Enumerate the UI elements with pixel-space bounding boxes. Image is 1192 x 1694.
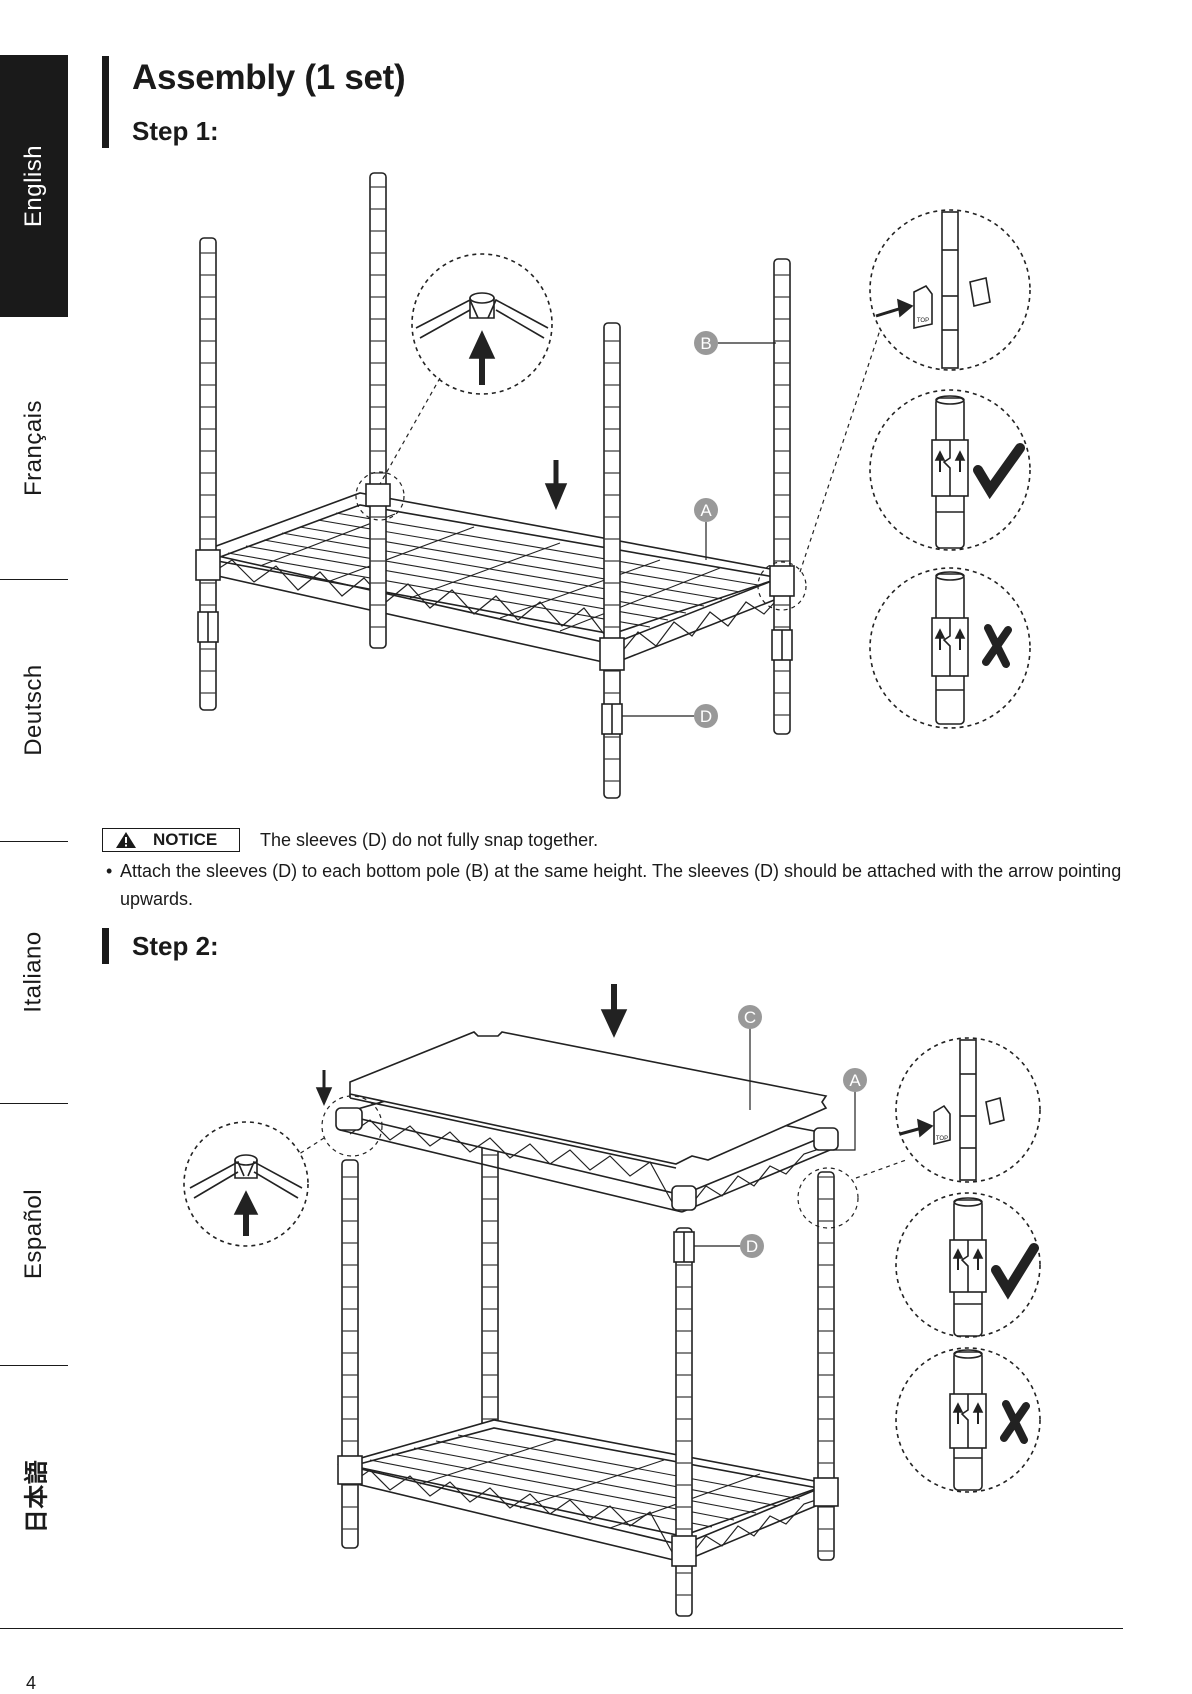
detail-circle-correct	[870, 390, 1030, 550]
detail-circle-sleeves	[896, 1038, 1040, 1182]
callout-label: A	[700, 501, 712, 520]
pole-right	[814, 1172, 838, 1560]
lang-tab-english[interactable]: English	[0, 55, 68, 317]
page-title: Assembly (1 set)	[132, 58, 405, 98]
lang-tab-espanol[interactable]: Español	[0, 1103, 68, 1365]
notice-label: NOTICE	[153, 830, 217, 850]
lang-label: Español	[20, 1189, 48, 1279]
detail-circle-incorrect	[896, 1348, 1040, 1492]
step2-heading: Step 2:	[132, 931, 219, 962]
lang-tab-japanese[interactable]: 日本語	[0, 1365, 68, 1627]
bullet-text: Attach the sleeves (D) to each bottom po…	[106, 857, 1131, 913]
callout-a: A	[694, 498, 718, 522]
top-tag-label: TOP	[917, 318, 929, 324]
heading-bar	[102, 928, 109, 964]
top-tag-label: TOP	[936, 1136, 948, 1142]
lang-label: 日本語	[17, 1459, 52, 1533]
detail-circle-correct	[896, 1193, 1040, 1337]
lang-tab-italiano[interactable]: Italiano	[0, 841, 68, 1103]
callout-d: D	[694, 704, 718, 728]
callout-b: B	[694, 331, 718, 355]
detail-circle-incorrect	[870, 568, 1030, 728]
detail-circle-sleeves	[870, 210, 1030, 370]
page-number: 4	[26, 1673, 36, 1694]
notice: NOTICE The sleeves (D) do not fully snap…	[102, 827, 598, 853]
lang-label: Italiano	[20, 931, 48, 1012]
callout-label: B	[700, 334, 711, 353]
step1-heading: Step 1:	[132, 116, 219, 147]
language-sidebar: English Français Deutsch Italiano Españo…	[0, 55, 68, 1585]
warning-icon	[115, 831, 137, 849]
callout-label: D	[700, 707, 712, 726]
lang-label: Deutsch	[20, 664, 48, 756]
footer-divider	[0, 1628, 1123, 1629]
pole-front	[672, 1228, 696, 1616]
lang-label: Français	[20, 400, 48, 496]
lang-tab-francais[interactable]: Français	[0, 317, 68, 579]
instruction-bullet: • Attach the sleeves (D) to each bottom …	[106, 857, 1131, 913]
heading-bar	[102, 56, 109, 148]
callout-a: A	[843, 1068, 867, 1092]
pole-right	[770, 259, 794, 734]
lang-label: English	[20, 145, 48, 227]
callout-label: A	[849, 1071, 861, 1090]
arrow-down-icon	[546, 460, 566, 508]
lang-tab-deutsch[interactable]: Deutsch	[0, 579, 68, 841]
step2-illustration: C A D TOP	[180, 980, 1050, 1620]
bullet-dot: •	[106, 857, 112, 885]
callout-label: D	[746, 1237, 758, 1256]
pole-left	[196, 238, 220, 710]
wire-shelf-lower	[340, 1420, 830, 1562]
arrow-down-icon	[317, 1070, 331, 1104]
pole-front	[600, 323, 624, 798]
callout-label: C	[744, 1008, 756, 1027]
pole-left	[338, 1160, 362, 1548]
step1-illustration: B A D TOP	[170, 165, 1050, 815]
callout-d: D	[740, 1234, 764, 1258]
pole-back	[366, 173, 390, 648]
arrow-down-icon	[602, 984, 626, 1036]
callout-c: C	[738, 1005, 762, 1029]
notice-text: The sleeves (D) do not fully snap togeth…	[260, 830, 598, 851]
notice-badge: NOTICE	[102, 828, 240, 852]
